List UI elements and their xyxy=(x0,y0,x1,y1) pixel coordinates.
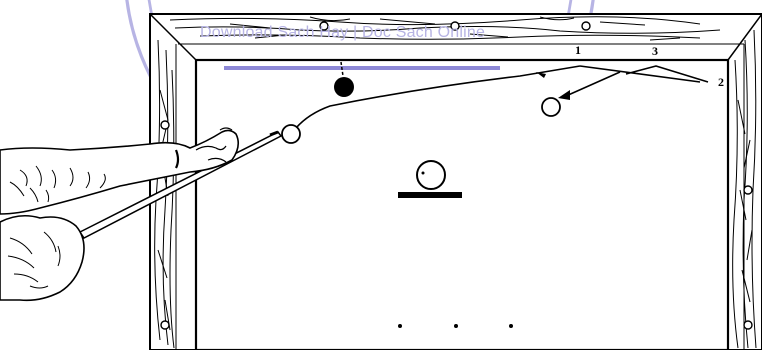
rail-path-1-2 xyxy=(579,65,701,83)
rail-sight xyxy=(160,120,170,130)
bridge-hand xyxy=(0,129,240,215)
rail-sight xyxy=(743,320,753,330)
spot-dot xyxy=(454,324,458,328)
label-point-3: 3 xyxy=(652,44,658,58)
rail-sight xyxy=(450,21,460,31)
white-ball-icon xyxy=(541,97,561,117)
rail-sight xyxy=(581,21,591,31)
rail-sight xyxy=(319,21,329,31)
balls xyxy=(281,61,561,198)
watermark-bar xyxy=(224,66,500,70)
rail-path-3 xyxy=(625,65,709,83)
rail-path-return xyxy=(565,71,621,97)
label-point-2: 2 xyxy=(718,75,724,89)
watermark-text: Download Sach Hay | Doc Sach Online xyxy=(200,24,485,41)
player-hands xyxy=(0,127,283,302)
rail-sight xyxy=(160,320,170,330)
spot-dot xyxy=(509,324,513,328)
shot-labels: 1 3 2 xyxy=(575,43,724,89)
table-frame xyxy=(149,13,762,350)
watermark-banner: Download Sach Hay | Doc Sach Online xyxy=(200,24,500,70)
spot-dot xyxy=(398,324,402,328)
ball-base xyxy=(398,192,462,198)
cue-ball-path xyxy=(291,65,581,134)
cue-ball-icon xyxy=(281,124,301,144)
grip-hand xyxy=(0,214,85,302)
arrow-head-icon xyxy=(536,72,546,78)
black-ball-icon xyxy=(334,77,354,97)
shot-path xyxy=(291,65,709,134)
table-surface xyxy=(194,58,730,350)
rail-sight xyxy=(743,185,753,195)
label-point-1: 1 xyxy=(575,43,581,57)
arrow-head-icon xyxy=(558,90,570,100)
foot-spots xyxy=(398,324,513,328)
stop-ball-icon xyxy=(416,160,446,190)
